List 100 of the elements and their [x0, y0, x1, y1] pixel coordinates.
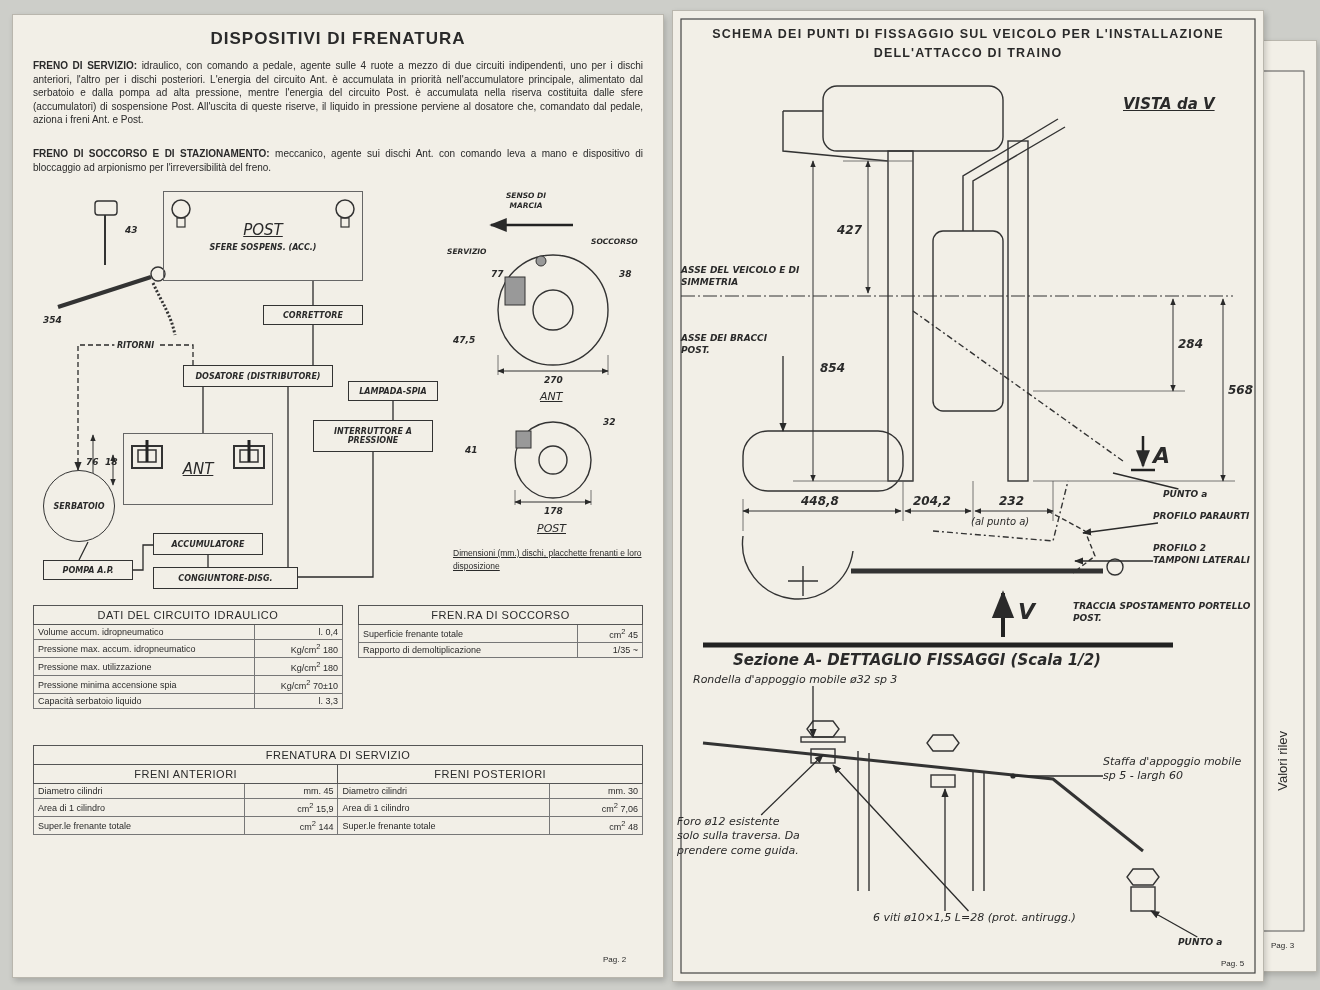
paragraph: FRENO DI SERVIZIO: idraulico, con comando a pedale, agente sulle 4 ruote a mezzo di due circuiti indipendenti, uno per i dischi anteriori, l'altro per i dischi posteriori. L'energia del circuito Ant. è accumulata in priorità nell'accumulatore principale, alimentato dal serbatoio e dalla pompa ad alta pressione, mentre l'energia del circuito Post. è accumulata nella riserva costituita dalle sfere (accumulatori) di sospensione Post. All'uscita di queste riserve, il liquido in pressione perviene al dosatore che, comandato dal pedale, aziona i freni Ant. e Post. — [33, 59, 643, 127]
edge-label: RITORNI — [113, 340, 158, 350]
hydraulic-line — [207, 554, 209, 568]
table-cell: mm. 45 — [244, 783, 338, 799]
table-heading: FRENATURA DI SERVIZIO — [33, 745, 643, 765]
table-cell: Super.le frenante totale — [33, 816, 245, 835]
callout-text: Staffa d'appoggio mobile sp 5 - largh 60 — [1103, 755, 1248, 784]
dimension-value: 38 — [619, 269, 632, 279]
table-cell: mm. 30 — [549, 783, 643, 799]
drawing-label: ASSE DEL VEICOLO E DI SIMMETRIA — [681, 265, 801, 289]
callout-text: PUNTO a — [1178, 937, 1238, 949]
section-title: Sezione A- DETTAGLIO FISSAGGI (Scala 1/2) — [733, 651, 1101, 669]
leader-line — [1074, 557, 1154, 565]
table-cell: Kg/cm$^{2}$ 70±10 — [254, 675, 343, 694]
table-cell: Super.le frenante totale — [338, 816, 549, 835]
callout-text: 6 viti ø10×1,5 L=28 (prot. antirugg.) — [873, 911, 1076, 924]
dimension-value: 568 — [1228, 383, 1254, 397]
hydraulic-line — [392, 400, 394, 421]
pump-box — [43, 560, 133, 580]
dimension-value: 232 — [999, 494, 1025, 508]
component-label: CONGIUNTORE-DISG. — [178, 573, 273, 583]
dimension-value: 32 — [603, 417, 616, 427]
table-cell: Capacità serbatoio liquido — [33, 693, 255, 709]
table-heading: FRENI ANTERIORI — [33, 764, 338, 784]
warning-lamp-box — [348, 381, 438, 401]
dimension-value: 427 — [837, 223, 863, 237]
dimension-value: 76 — [86, 457, 99, 467]
metering-valve-box — [183, 365, 333, 387]
hydraulic-line — [297, 451, 374, 578]
component-label: DOSATORE (DISTRIBUTORE) — [195, 371, 321, 381]
hydraulic-line — [132, 544, 154, 571]
table-heading: DATI DEL CIRCUITO IDRAULICO — [33, 605, 343, 625]
hydraulic-line — [312, 280, 314, 306]
dimension-value: 43 — [125, 225, 138, 235]
dimension-value: 270 — [544, 375, 563, 385]
page-heading: Valori rilev — [1275, 731, 1290, 791]
leader-line — [760, 754, 824, 816]
view-label: VISTA da V — [1123, 95, 1215, 113]
table-cell: cm$^{2}$ 45 — [577, 624, 643, 643]
dimension-value: 448,8 — [801, 494, 839, 508]
table-cell: Area di 1 cilindro — [338, 798, 549, 817]
corrector-box — [263, 305, 363, 325]
drawing-label: POST — [537, 522, 566, 535]
hydraulic-line — [202, 386, 204, 434]
dimension-value: 47,5 — [453, 335, 476, 345]
table-cell: Kg/cm$^{2}$ 180 — [254, 657, 343, 676]
dimension-note: (al punto a) — [971, 516, 1030, 527]
table-cell: cm$^{2}$ 48 — [549, 816, 643, 835]
coupler-box — [153, 567, 298, 589]
hydraulic-line — [78, 541, 89, 561]
table-cell: Pressione minima accensione spia — [33, 675, 255, 694]
dimension-value: 204,2 — [913, 494, 951, 508]
dimension-value: 77 — [491, 269, 504, 279]
component-label: INTERRUTTORE A PRESSIONE — [333, 427, 413, 445]
leader-line — [1112, 472, 1180, 490]
rear-circuit-area — [163, 191, 363, 281]
section-letter: A — [1153, 443, 1171, 468]
callout-text: PROFILO 2 TAMPONI LATERALI — [1153, 543, 1253, 567]
page-number: Pag. 2 — [603, 955, 627, 964]
table-cell: Pressione max. accum. idropneumatico — [33, 639, 255, 658]
table-cell: l. 3,3 — [254, 693, 343, 709]
page-heading: DISPOSITIVI DI FRENATURA — [209, 29, 467, 49]
leader-line — [941, 788, 949, 912]
callout-text: PUNTO a — [1163, 489, 1243, 501]
dimension-value: 854 — [820, 361, 846, 375]
table-heading: FREN.RA DI SOCCORSO — [358, 605, 643, 625]
area-label: ANT — [182, 460, 214, 478]
component-label: SFERE SOSPENS. (ACC.) — [209, 242, 317, 252]
leader-line — [1082, 522, 1159, 536]
component-label: ACCUMULATORE — [171, 539, 245, 549]
figure-caption: Dimensioni (mm.) dischi, placchette frenanti e loro disposizione — [453, 547, 643, 573]
table-cell: Volume accum. idropneumatico — [33, 624, 255, 640]
section-letter: V — [1018, 599, 1036, 624]
pressure-switch-box — [313, 420, 433, 452]
table-cell: cm$^{2}$ 7,06 — [549, 798, 643, 817]
table-cell: Diametro cilindri — [33, 783, 245, 799]
component-label: LAMPADA-SPIA — [359, 386, 427, 396]
dimension-value: 354 — [43, 315, 62, 325]
leader-line — [1150, 910, 1198, 938]
table-cell: Area di 1 cilindro — [33, 798, 245, 817]
table-cell: Kg/cm$^{2}$ 180 — [254, 639, 343, 658]
table-cell: Diametro cilindri — [338, 783, 549, 799]
accumulator-box — [153, 533, 263, 555]
callout-text: PROFILO PARAURTI — [1153, 511, 1253, 523]
callout-text: Foro ø12 esistente solo sulla traversa. Da prendere come guida. — [677, 815, 801, 858]
drawing-label: TRACCIA SPOSTAMENTO PORTELLO POST. — [1073, 601, 1252, 625]
table-cell: Superficie frenante totale — [358, 624, 578, 643]
table-cell: Pressione max. utilizzazione — [33, 657, 255, 676]
drawing-title: SCHEMA DEI PUNTI DI FISSAGGIO SUL VEICOLO PER L'INSTALLAZIONE DELL'ATTACCO DI TRAINO — [711, 26, 1225, 62]
table-cell: Rapporto di demoltiplicazione — [358, 642, 578, 658]
component-label: SERBATOIO — [53, 501, 105, 511]
leader-line — [1010, 773, 1104, 779]
page-number: Pag. 3 — [1271, 941, 1295, 950]
callout-text: Rondella d'appoggio mobile ø32 sp 3 — [693, 673, 898, 686]
table-cell: cm$^{2}$ 15,9 — [244, 798, 338, 817]
area-label: POST — [243, 220, 283, 239]
front-circuit-area — [123, 433, 273, 505]
table-cell: cm$^{2}$ 144 — [244, 816, 338, 835]
component-label: POMPA A.P. — [62, 565, 114, 575]
hydraulic-line — [287, 386, 289, 568]
